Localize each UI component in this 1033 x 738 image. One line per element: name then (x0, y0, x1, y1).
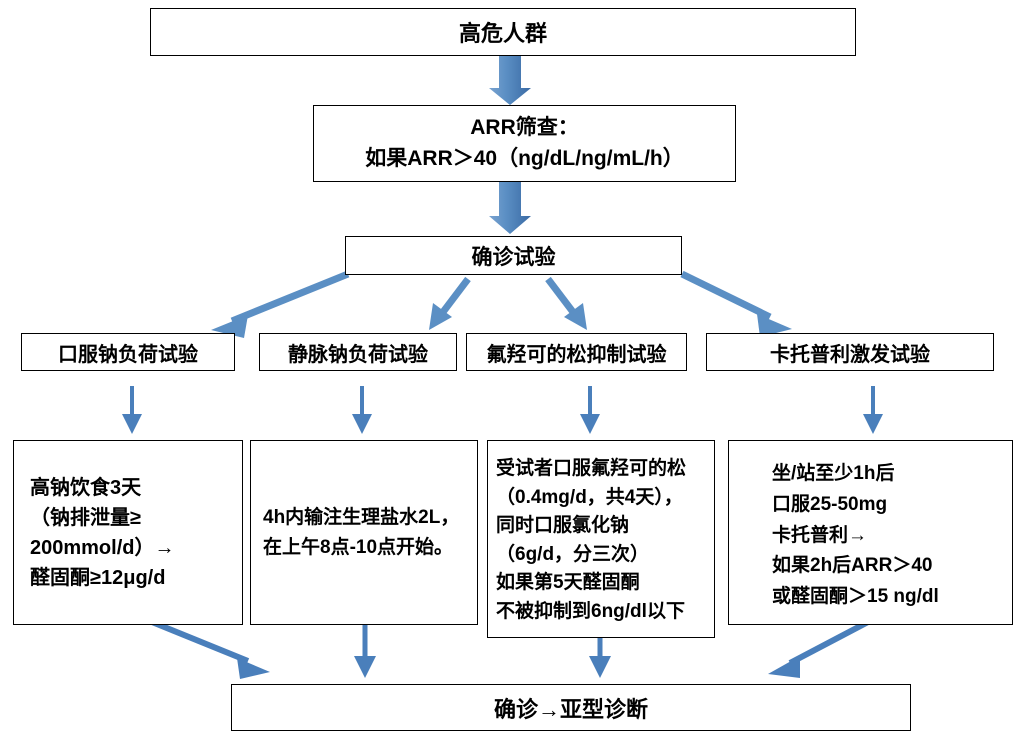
node-detail-fludrocortisone-suppression-label: 受试者口服氟羟可的松 （0.4mg/d，共4天）， 同时口服氯化钠 （6g/d，… (496, 458, 687, 622)
arrow-confirm-to-fludrocortisone (545, 276, 587, 330)
node-detail-iv-sodium-loading-label: 4h内输注生理盐水2L， 在上午8点-10点开始。 (263, 507, 460, 558)
node-test-fludrocortisone-suppression-label: 氟羟可的松抑制试验 (486, 343, 667, 366)
node-detail-captopril-challenge-label: 坐/站至少1h后 口服25-50mg 卡托普利→ 如果2h后ARR＞40 或醛固… (772, 463, 939, 608)
arrow-oral-sodium-to-detail (122, 386, 142, 434)
node-high-risk-population-label: 高危人群 (458, 21, 547, 46)
arrow-high-risk-to-screening (489, 55, 531, 105)
node-detail-fludrocortisone-suppression[interactable]: 受试者口服氟羟可的松 （0.4mg/d，共4天）， 同时口服氯化钠 （6g/d，… (487, 440, 715, 638)
arrow-screening-to-confirm (489, 182, 531, 234)
node-confirmatory-test-label: 确诊试验 (471, 245, 556, 269)
node-test-captopril-challenge[interactable]: 卡托普利激发试验 (706, 333, 994, 371)
node-final-diagnosis[interactable]: 确诊→亚型诊断 (231, 684, 911, 731)
arrow-iv-sodium-to-detail (352, 386, 372, 434)
node-confirmatory-test[interactable]: 确诊试验 (345, 236, 682, 275)
arrow-detail4-to-final (768, 619, 870, 678)
node-final-diagnosis-label: 确诊→亚型诊断 (493, 696, 648, 722)
node-test-iv-sodium-loading[interactable]: 静脉钠负荷试验 (259, 333, 457, 371)
node-detail-oral-sodium-loading[interactable]: 高钠饮食3天 （钠排泄量≥ 200mmol/d）→ 醛固酮≥12μg/d (13, 440, 243, 625)
arrow-detail2-to-final (354, 622, 376, 678)
node-detail-iv-sodium-loading[interactable]: 4h内输注生理盐水2L， 在上午8点-10点开始。 (250, 440, 478, 625)
node-arr-screening-label: ARR筛查： 如果ARR＞40（ng/dL/ng/mL/h） (365, 116, 684, 170)
arrow-fludrocortisone-to-detail (580, 386, 600, 434)
arrow-detail3-to-final (589, 638, 611, 678)
node-detail-oral-sodium-loading-label: 高钠饮食3天 （钠排泄量≥ 200mmol/d）→ 醛固酮≥12μg/d (30, 476, 175, 589)
arrow-confirm-to-captopril (680, 270, 792, 337)
node-test-oral-sodium-loading-label: 口服钠负荷试验 (58, 343, 198, 366)
node-test-captopril-challenge-label: 卡托普利激发试验 (770, 343, 930, 366)
arrow-confirm-to-oral-sodium (211, 270, 350, 338)
node-test-oral-sodium-loading[interactable]: 口服钠负荷试验 (21, 333, 235, 371)
node-test-iv-sodium-loading-label: 静脉钠负荷试验 (288, 343, 428, 366)
node-detail-captopril-challenge[interactable]: 坐/站至少1h后 口服25-50mg 卡托普利→ 如果2h后ARR＞40 或醛固… (728, 440, 1013, 625)
arrow-detail1-to-final (150, 619, 270, 679)
arrow-confirm-to-iv-sodium (429, 276, 471, 330)
arrow-captopril-to-detail (863, 386, 883, 434)
node-test-fludrocortisone-suppression[interactable]: 氟羟可的松抑制试验 (466, 333, 687, 371)
node-high-risk-population[interactable]: 高危人群 (150, 8, 856, 56)
node-arr-screening[interactable]: ARR筛查： 如果ARR＞40（ng/dL/ng/mL/h） (313, 105, 736, 182)
